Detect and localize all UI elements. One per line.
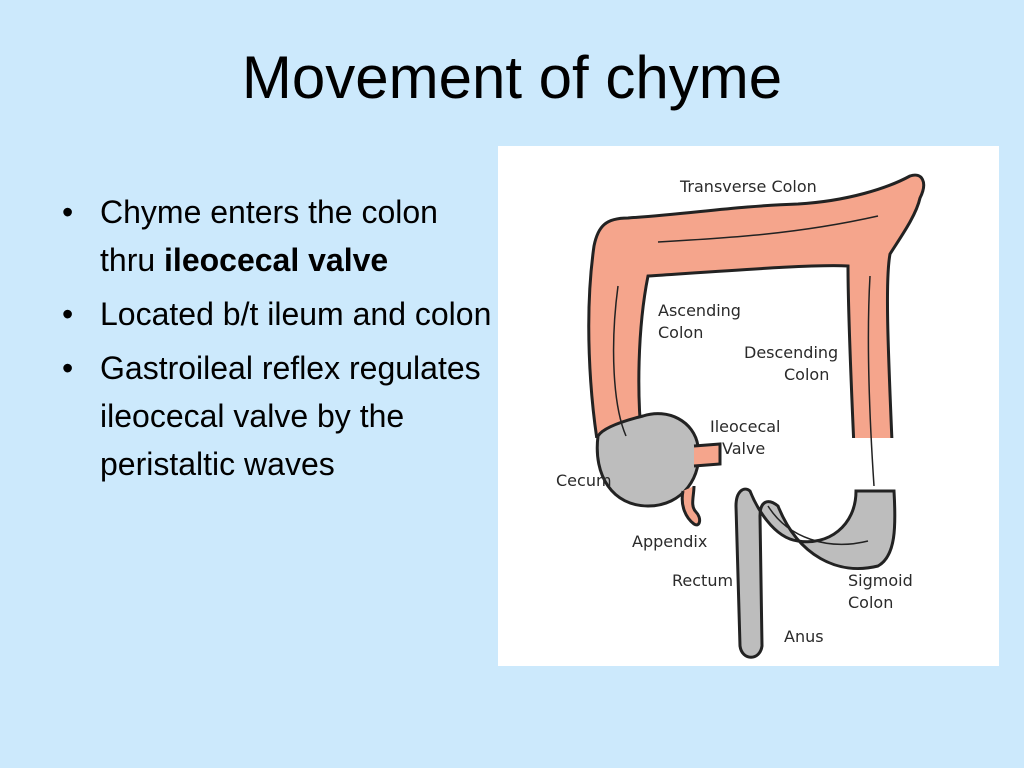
bullet-item: • Located b/t ileum and colon [58,290,498,338]
label-ascending-colon: Ascending [658,301,741,320]
label-sigmoid-colon-2: Colon [848,593,893,612]
colon-body [587,173,926,659]
bullet-dot: • [62,296,74,332]
haustra-line [767,505,869,545]
bullet-list: • Chyme enters the colon thru ileocecal … [58,188,498,494]
colon-diagram-panel: Transverse Colon Ascending Colon Descend… [498,146,999,666]
haustra-line [612,285,627,437]
label-transverse-colon: Transverse Colon [679,177,817,196]
appendix [680,485,702,527]
sigmoid-rectum [734,487,897,659]
label-appendix: Appendix [632,532,707,551]
label-anus: Anus [784,627,824,646]
ileocecal-valve-tube [693,442,722,468]
bullet-dot: • [62,350,74,386]
label-rectum: Rectum [672,571,733,590]
bullet-bold-text: ileocecal valve [164,242,389,278]
slide-title: Movement of chyme [241,44,783,111]
label-descending-colon-2: Colon [784,365,829,384]
label-descending-colon: Descending [744,343,838,362]
label-sigmoid-colon: Sigmoid [848,571,913,590]
haustra-line [657,215,879,243]
bullet-item: • Chyme enters the colon thru ileocecal … [58,188,498,284]
label-cecum: Cecum [556,471,612,490]
bullet-item: • Gastroileal reflex regulates ileocecal… [58,344,498,488]
bullet-dot: • [62,194,74,230]
haustra-line [867,275,875,487]
label-ileocecal-valve-2: Valve [722,439,765,458]
bullet-text: Chyme enters the colon thru [100,194,438,278]
label-ascending-colon-2: Colon [658,323,703,342]
bullet-text: Located b/t ileum and colon [100,296,492,332]
bullet-text: Gastroileal reflex regulates ileocecal v… [100,350,481,482]
colon-diagram: Transverse Colon Ascending Colon Descend… [556,173,926,659]
label-ileocecal-valve: Ileocecal [710,417,780,436]
